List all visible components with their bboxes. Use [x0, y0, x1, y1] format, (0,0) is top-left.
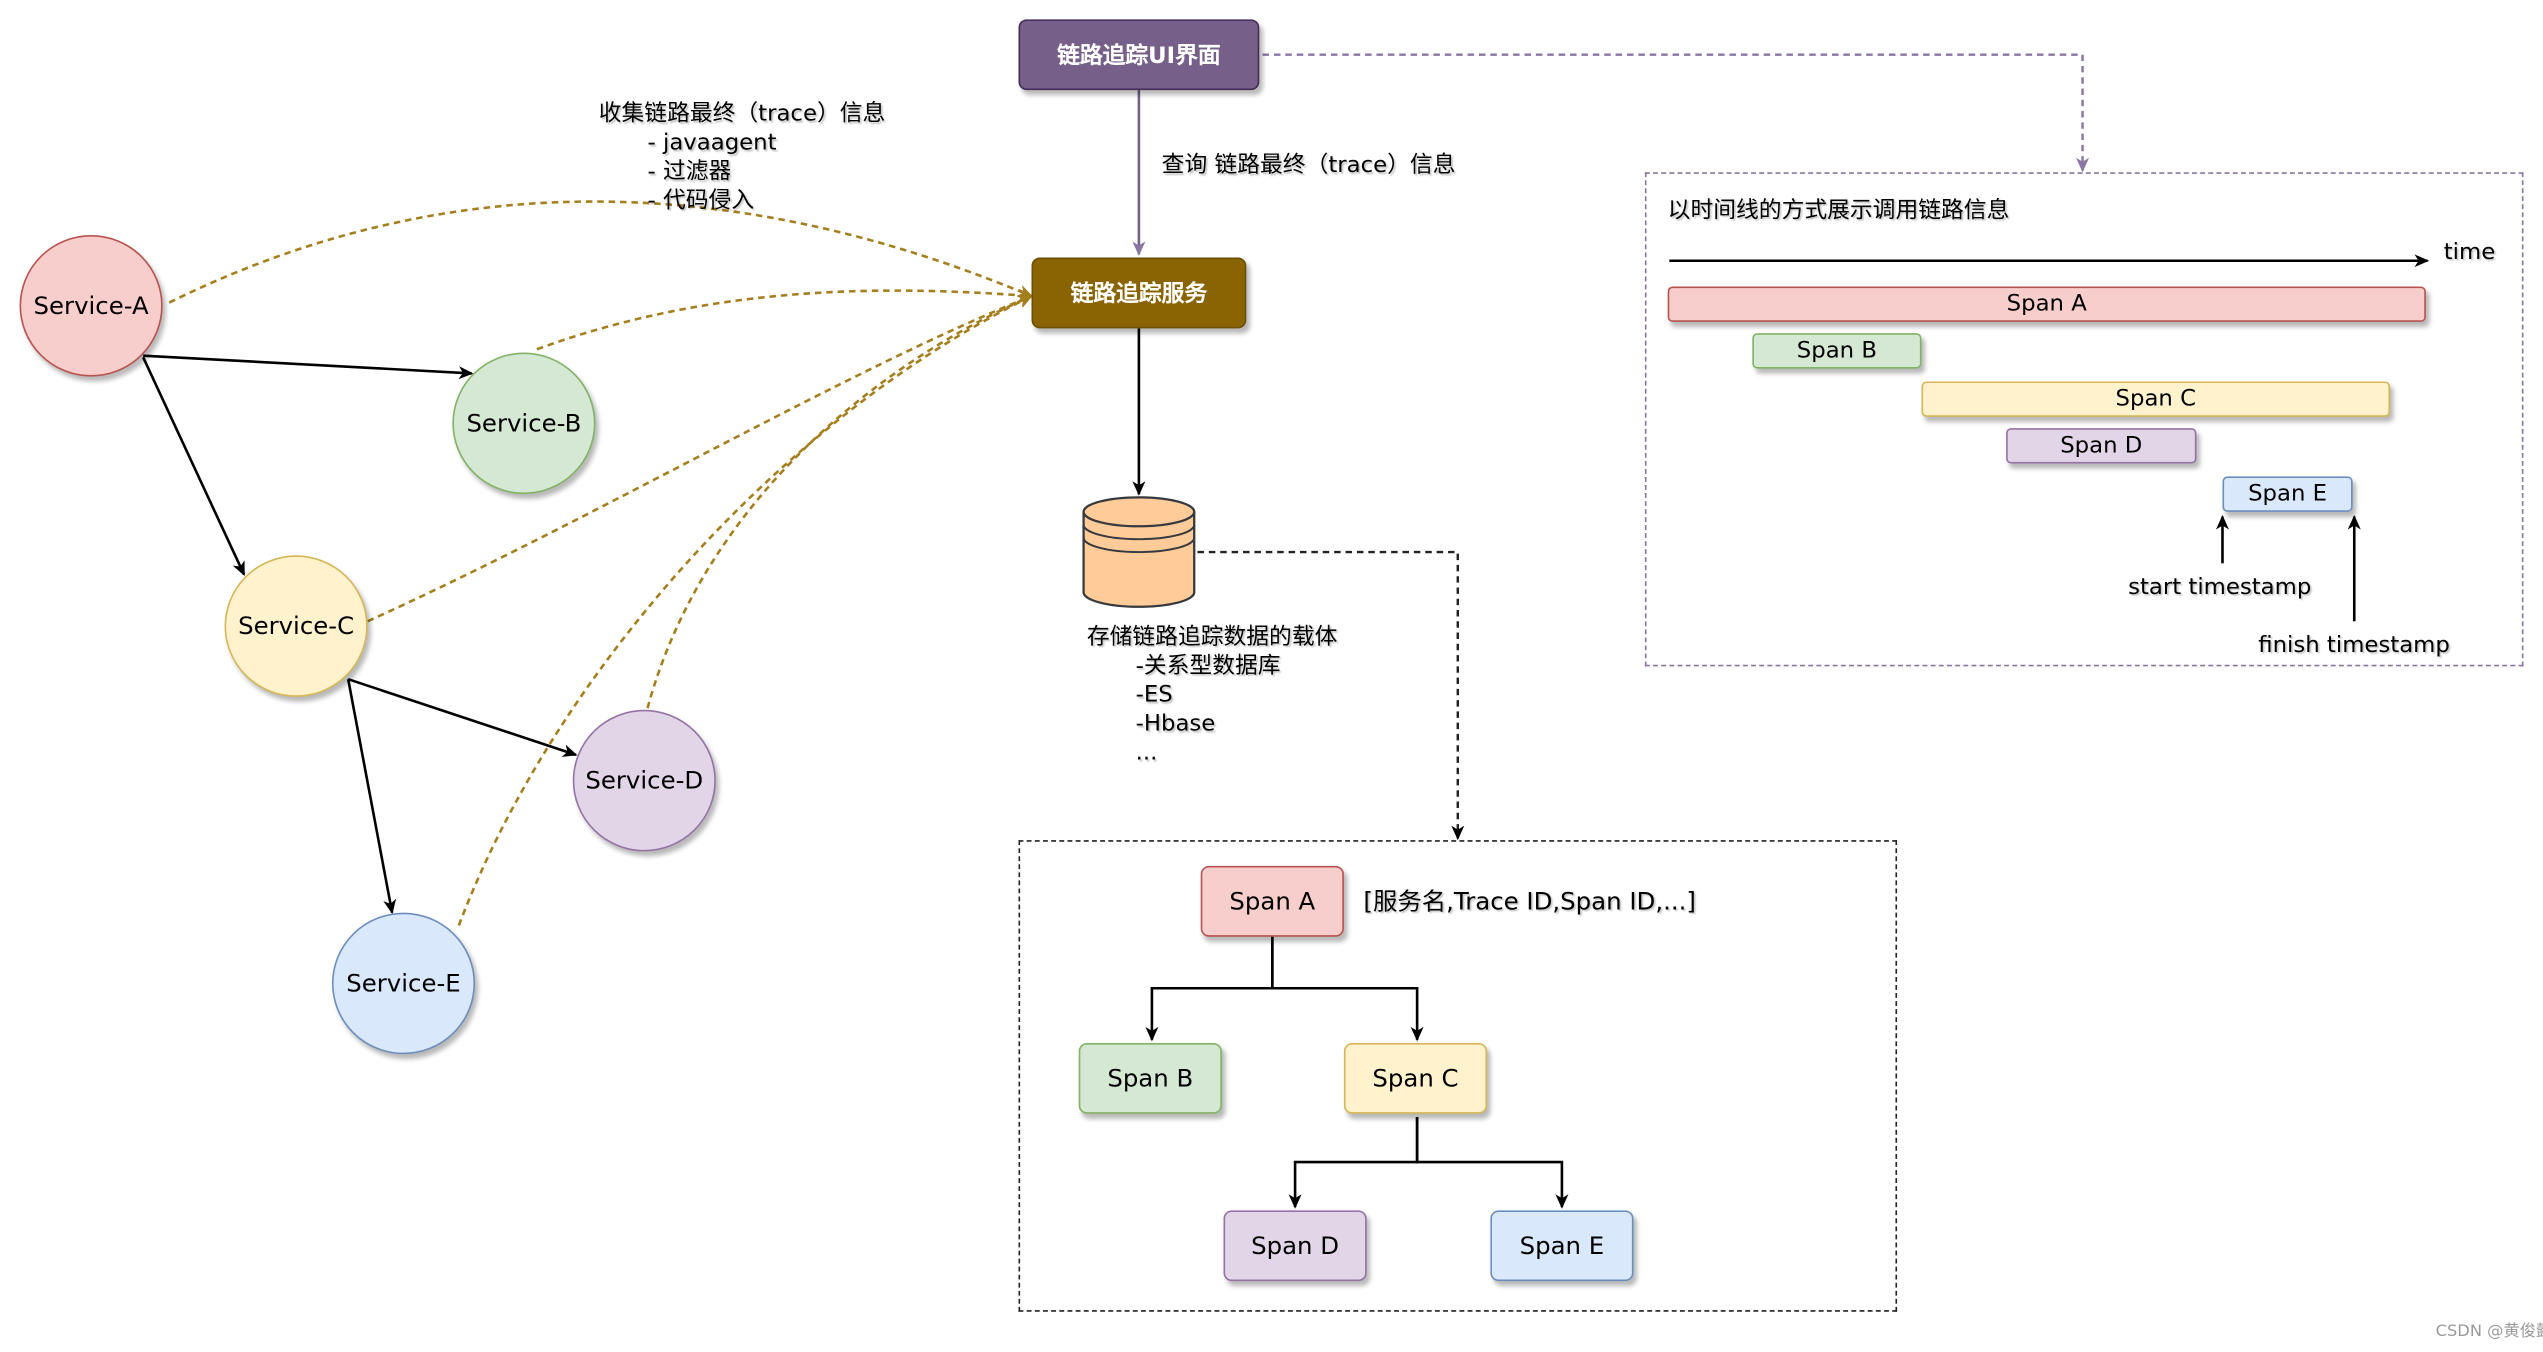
service-e-node[interactable]: Service-E	[331, 912, 476, 1055]
collect-edge-service-d	[646, 294, 1034, 709]
database-icon	[1082, 496, 1196, 608]
edge-service-a-to-b	[143, 354, 474, 380]
finish-timestamp-label: finish timestamp	[2258, 632, 2450, 659]
service-a-label: Service-A	[33, 291, 149, 321]
query-label: 查询 链路最终（trace）信息	[1161, 152, 1456, 179]
edge-service-a-to-c	[141, 356, 246, 577]
timeline-span-a[interactable]: Span A	[1667, 286, 2426, 322]
span-tree-a-label: Span A	[1229, 886, 1316, 916]
service-c-node[interactable]: Service-C	[224, 555, 368, 697]
tree-edge-a-to-c	[1271, 936, 1424, 1042]
collect-edge-service-b	[536, 288, 1034, 351]
storage-label-item: -Hbase	[1135, 711, 1216, 738]
storage-label-title: 存储链路追踪数据的载体	[1086, 624, 1338, 651]
service-e-label: Service-E	[346, 968, 461, 998]
storage-label-item: -关系型数据库	[1135, 653, 1281, 680]
trace-service-box[interactable]: 链路追踪服务	[1031, 257, 1247, 329]
collect-label-item: - 过滤器	[647, 159, 732, 186]
span-tree-frame	[1018, 840, 1898, 1312]
storage-label-item: -ES	[1135, 682, 1173, 709]
span-tree-b[interactable]: Span B	[1078, 1042, 1222, 1114]
trace-ui-label: 链路追踪UI界面	[1057, 43, 1221, 70]
service-c-label: Service-C	[238, 611, 355, 641]
service-d-label: Service-D	[585, 766, 704, 796]
timeline-span-c-label: Span C	[2115, 386, 2196, 413]
span-tree-a[interactable]: Span A	[1200, 865, 1344, 937]
start-timestamp-label: start timestamp	[2128, 574, 2312, 601]
tree-edge-c-to-e	[1415, 1116, 1569, 1209]
timeline-span-b[interactable]: Span B	[1752, 333, 1922, 369]
span-tree-e[interactable]: Span E	[1490, 1210, 1634, 1282]
timeline-frame	[1644, 172, 2524, 667]
timeline-span-e[interactable]: Span E	[2222, 476, 2353, 512]
timeline-span-d-label: Span D	[2060, 432, 2143, 459]
trace-service-label: 链路追踪服务	[1070, 281, 1208, 308]
collect-label-item: - javaagent	[647, 130, 777, 157]
span-fields-label: [服务名,Trace ID,Span ID,...]	[1363, 886, 1696, 916]
timeline-span-b-label: Span B	[1796, 337, 1877, 364]
service-b-node[interactable]: Service-B	[452, 352, 596, 495]
collect-label-title: 收集链路最终（trace）信息	[598, 101, 886, 128]
span-tree-e-label: Span E	[1519, 1231, 1605, 1261]
timeline-span-a-label: Span A	[2006, 291, 2087, 318]
span-tree-d-label: Span D	[1251, 1231, 1340, 1261]
collect-label-item: - 代码侵入	[647, 188, 755, 215]
storage-label-item: ...	[1135, 740, 1158, 767]
service-b-label: Service-B	[466, 408, 582, 438]
timeline-span-e-label: Span E	[2248, 481, 2328, 507]
span-tree-c[interactable]: Span C	[1343, 1042, 1488, 1114]
storage-label: 存储链路追踪数据的载体 -关系型数据库 -ES -Hbase ...	[1087, 623, 1338, 768]
collect-edge-service-a	[168, 200, 1034, 304]
timeline-span-c[interactable]: Span C	[1921, 381, 2391, 417]
service-d-node[interactable]: Service-D	[572, 709, 716, 852]
collect-edge-service-e	[457, 294, 1033, 926]
timeline-title: 以时间线的方式展示调用链路信息	[1667, 197, 2010, 224]
span-tree-d[interactable]: Span D	[1223, 1210, 1367, 1282]
edge-service-c-to-e	[346, 678, 397, 915]
collect-edge-service-c	[367, 294, 1034, 623]
collect-label: 收集链路最终（trace）信息 - javaagent - 过滤器 - 代码侵入	[599, 100, 886, 216]
trace-ui-box[interactable]: 链路追踪UI界面	[1018, 19, 1260, 91]
timeline-axis-label: time	[2443, 239, 2496, 266]
span-tree-c-label: Span C	[1372, 1063, 1459, 1093]
edge-service-c-to-d	[347, 677, 578, 757]
span-tree-b-label: Span B	[1107, 1063, 1194, 1093]
credit-watermark: CSDN @黄俊懿	[2435, 1323, 2543, 1341]
service-a-node[interactable]: Service-A	[19, 234, 163, 377]
timeline-span-d[interactable]: Span D	[2006, 428, 2197, 464]
